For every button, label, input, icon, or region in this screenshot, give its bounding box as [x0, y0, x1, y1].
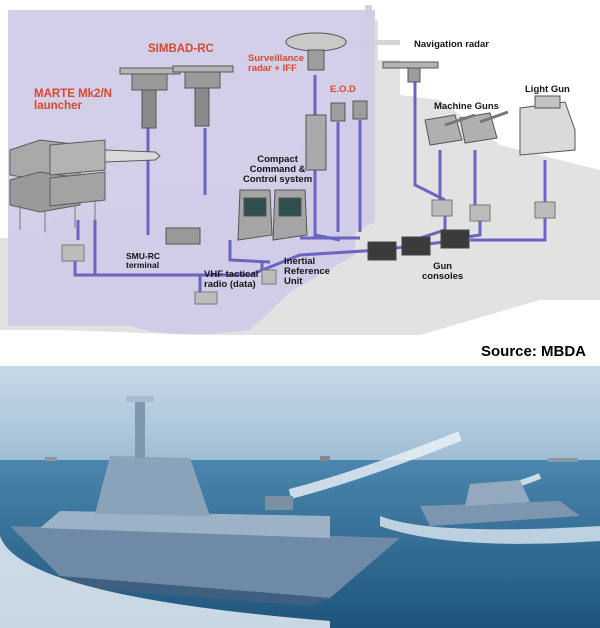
distant-ship [320, 456, 330, 461]
ship-diagram-svg [0, 5, 600, 335]
light-gun-label: Light Gun [525, 84, 570, 95]
ship-illustration-svg [0, 366, 600, 628]
marte-launcher [9, 139, 161, 232]
surveillance-label: Surveillance radar + IFF [248, 53, 304, 74]
command-consoles [237, 189, 308, 241]
main-ship-deck [40, 511, 330, 538]
main-ship-gun [265, 496, 293, 510]
gun-consoles-label: Gun consoles [422, 261, 464, 282]
marte-label: MARTE Mk2/N launcher [34, 88, 112, 113]
wake [380, 516, 600, 544]
main-ship-superstructure [95, 456, 210, 516]
main-ship-mast [135, 396, 145, 458]
simbad-launchers [119, 65, 234, 129]
distant-ship [548, 458, 578, 462]
system-diagram: MARTE Mk2/N launcher SIMBAD-RC Surveilla… [0, 5, 600, 360]
sky [0, 366, 600, 462]
light-gun [519, 95, 576, 156]
equipment-panel [8, 10, 375, 335]
main-ship-hull-shade [60, 576, 330, 606]
bow-wave [0, 536, 330, 628]
smu-terminal [165, 227, 201, 245]
main-ship-radar [126, 396, 154, 402]
cms-label: Compact Command & Control system [243, 154, 313, 185]
navigation-radar [382, 61, 439, 83]
source-credit: Source: MBDA [480, 343, 586, 360]
escort-boat-superstructure [465, 480, 530, 506]
smu-label: SMU-RC terminal [126, 251, 160, 270]
main-ship-hull [10, 526, 400, 598]
nav-radar-label: Navigation radar [414, 39, 489, 50]
surveillance-radar [285, 32, 347, 171]
distant-ship [45, 457, 57, 461]
gun-consoles [367, 229, 470, 261]
iru-label: Inertial Reference Unit [284, 256, 330, 287]
cabling [73, 75, 547, 292]
eod-label: E.O.D [330, 84, 356, 95]
machine-guns-label: Machine Guns [434, 101, 499, 112]
missile-trail [288, 431, 462, 499]
ship-illustration [0, 366, 600, 628]
simbad-label: SIMBAD-RC [148, 43, 214, 55]
junction-boxes [61, 199, 556, 305]
escort-boat [420, 501, 580, 526]
eod-sensors [330, 100, 368, 122]
vhf-label: VHF tactical radio (data) [204, 269, 259, 290]
machine-guns [424, 110, 509, 146]
